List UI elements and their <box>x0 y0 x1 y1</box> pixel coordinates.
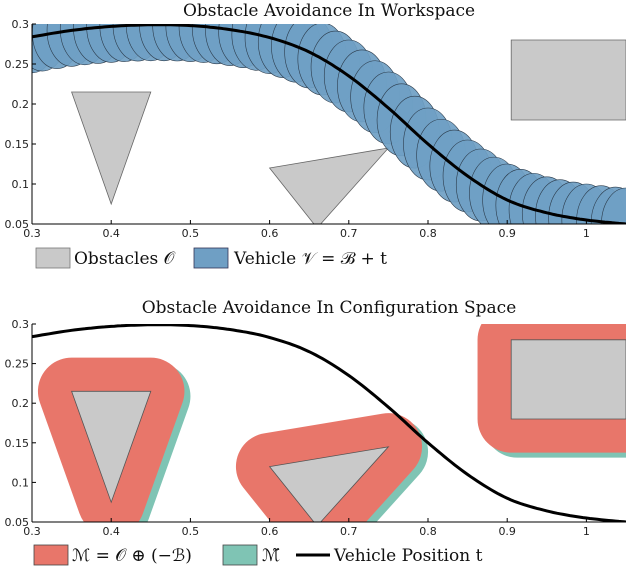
x-tick-label: 0.7 <box>340 525 358 538</box>
configuration-legend: ℳ = 𝒪 ⊕ (−ℬ) ℳ̃ Vehicle Position t <box>33 544 483 566</box>
y-tick-label: 0.1 <box>12 476 30 489</box>
y-tick-label: 0.1 <box>12 178 30 191</box>
x-tick-label: 1 <box>583 227 590 240</box>
x-tick-label: 0.7 <box>340 227 358 240</box>
x-tick-label: 0.9 <box>498 525 516 538</box>
x-tick-label: 0.4 <box>102 525 120 538</box>
obstacle-1 <box>71 91 152 206</box>
x-tick-label: 1 <box>583 525 590 538</box>
y-tick-label: 0.05 <box>5 218 30 231</box>
y-tick-label: 0.15 <box>5 437 30 450</box>
x-tick-label: 0.8 <box>419 227 437 240</box>
legend-minkowski-label: ℳ = 𝒪 ⊕ (−ℬ) <box>72 546 192 566</box>
legend-minkowski-swatch <box>33 544 69 566</box>
x-tick-label: 0.4 <box>102 227 120 240</box>
legend-approx-swatch <box>222 544 258 566</box>
x-tick-label: 0.3 <box>23 227 41 240</box>
obstacle-1 <box>71 390 152 504</box>
configuration-plot-area <box>32 324 626 522</box>
legend-obstacles-label: Obstacles 𝒪 <box>74 249 176 269</box>
legend-vehicle-label: Vehicle 𝒱 = ℬ + t <box>233 249 387 269</box>
legend-obstacle-swatch <box>35 247 71 269</box>
configuration-space-title: Obstacle Avoidance In Configuration Spac… <box>142 298 517 318</box>
legend-vehicle-swatch <box>193 247 229 269</box>
configuration-space-panel: Obstacle Avoidance In Configuration Spac… <box>5 298 626 566</box>
x-tick-label: 0.5 <box>182 227 200 240</box>
y-tick-label: 0.2 <box>12 98 30 111</box>
obstacle-2 <box>268 147 390 224</box>
legend-approx-label: ℳ̃ <box>262 546 280 566</box>
workspace-axes: 0.3 0.4 0.5 0.6 0.7 0.8 0.9 1 0.3 0.25 0.2 0.15 0.1 0… <box>5 18 626 240</box>
workspace-plot-area <box>32 24 626 224</box>
y-tick-label: 0.05 <box>5 516 30 529</box>
y-tick-label: 0.3 <box>12 318 30 331</box>
x-tick-label: 0.9 <box>498 227 516 240</box>
y-tick-label: 0.2 <box>12 397 30 410</box>
vehicle-footprint <box>601 187 626 224</box>
configuration-axes: 0.3 0.4 0.5 0.6 0.7 0.8 0.9 1 0.3 0.25 0.2 0.15 0.1 0… <box>5 318 626 538</box>
workspace-title: Obstacle Avoidance In Workspace <box>183 1 475 21</box>
obstacle-3 <box>510 339 626 420</box>
x-tick-label: 0.6 <box>261 227 279 240</box>
vehicle-path-line <box>32 24 626 224</box>
x-tick-label: 0.8 <box>419 525 437 538</box>
x-tick-label: 0.3 <box>23 525 41 538</box>
y-tick-label: 0.25 <box>5 58 30 71</box>
x-tick-label: 0.6 <box>261 525 279 538</box>
vehicle-position-path <box>32 324 626 522</box>
legend-path-label: Vehicle Position t <box>333 546 483 566</box>
x-tick-label: 0.5 <box>182 525 200 538</box>
obstacle-3 <box>510 39 626 121</box>
y-tick-label: 0.25 <box>5 358 30 371</box>
y-tick-label: 0.15 <box>5 138 30 151</box>
workspace-legend: Obstacles 𝒪 Vehicle 𝒱 = ℬ + t <box>35 247 387 269</box>
obstacle-2 <box>268 446 390 522</box>
y-tick-label: 0.3 <box>12 18 30 31</box>
